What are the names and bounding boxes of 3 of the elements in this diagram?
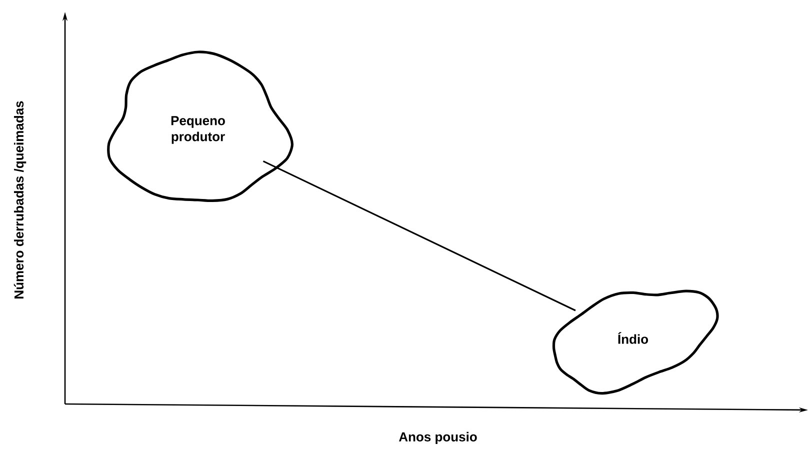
axis-label: Número derrubadas /queimadas: [14, 101, 26, 298]
axis-label: Anos pousio: [398, 432, 477, 444]
connector-line: [262, 160, 576, 312]
